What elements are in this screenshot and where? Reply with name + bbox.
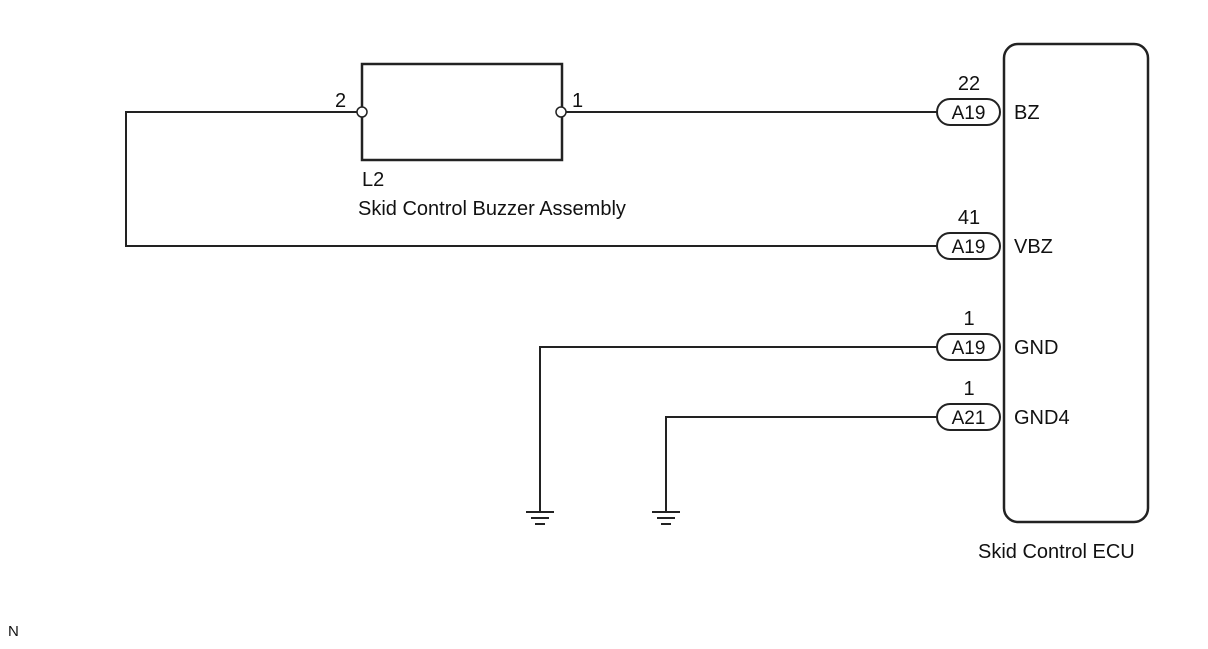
terminal-signal-name: GND bbox=[1014, 337, 1058, 359]
terminal-connector-code: A19 bbox=[952, 237, 986, 258]
terminal-signal-name: VBZ bbox=[1014, 236, 1053, 258]
terminal-signal-name: BZ bbox=[1014, 102, 1040, 124]
buzzer-pin-2-terminal bbox=[356, 106, 368, 118]
buzzer-pin-left-label: 2 bbox=[335, 90, 346, 112]
ecu-terminal-vbz: 41 A19 VBZ bbox=[936, 207, 1053, 260]
wire-gnd4 bbox=[665, 416, 937, 512]
buzzer-assembly-box bbox=[360, 62, 564, 162]
terminal-connector-code: A19 bbox=[952, 103, 986, 124]
connector-pill bbox=[936, 403, 1001, 431]
terminal-signal-name: GND4 bbox=[1014, 407, 1070, 429]
terminal-connector-code: A19 bbox=[952, 338, 986, 359]
buzzer-pin-1-terminal bbox=[555, 106, 567, 118]
terminal-pin-number: 22 bbox=[958, 73, 980, 95]
connector-pill bbox=[936, 98, 1001, 126]
ecu-terminal-gnd: 1 A19 GND bbox=[936, 308, 1058, 361]
ecu-terminal-bz: 22 A19 BZ bbox=[936, 73, 1040, 126]
corner-mark: N bbox=[8, 623, 19, 640]
buzzer-connector-code: L2 bbox=[362, 169, 384, 191]
connector-pill bbox=[936, 232, 1001, 260]
buzzer-name: Skid Control Buzzer Assembly bbox=[358, 198, 626, 220]
terminal-pin-number: 1 bbox=[963, 308, 974, 330]
ground-symbol-gnd bbox=[526, 511, 554, 525]
ecu-terminal-gnd4: 1 A21 GND4 bbox=[936, 378, 1070, 431]
terminal-pin-number: 1 bbox=[963, 378, 974, 400]
ground-symbol-gnd4 bbox=[652, 511, 680, 525]
buzzer-pin-right-label: 1 bbox=[572, 90, 583, 112]
ecu-name: Skid Control ECU bbox=[978, 541, 1135, 563]
wire-vbz bbox=[125, 111, 937, 247]
terminal-pin-number: 41 bbox=[958, 207, 980, 229]
connector-pill bbox=[936, 333, 1001, 361]
ecu-box bbox=[1002, 42, 1150, 524]
wire-gnd bbox=[539, 346, 937, 512]
terminal-connector-code: A21 bbox=[952, 408, 986, 429]
